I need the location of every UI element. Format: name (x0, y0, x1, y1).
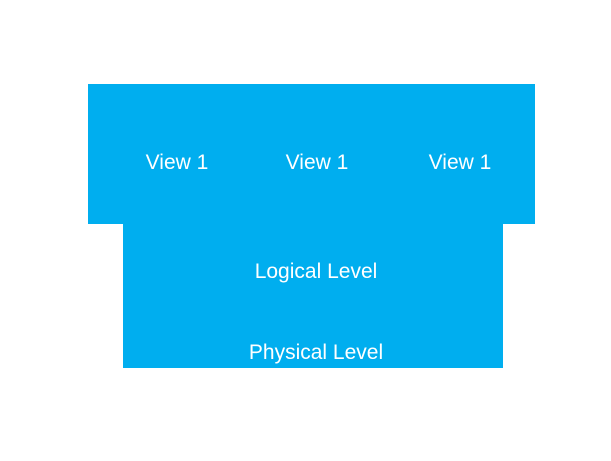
view-3-label: View 1 (428, 150, 492, 174)
logical-physical-level-box: Logical Level Physical Level (123, 224, 503, 368)
view-2-label: View 1 (285, 150, 349, 174)
physical-level-label: Physical Level (248, 340, 384, 364)
view-1-label: View 1 (145, 150, 209, 174)
logical-level-label: Logical Level (254, 259, 378, 283)
view-level-box: View 1 View 1 View 1 (88, 84, 535, 224)
